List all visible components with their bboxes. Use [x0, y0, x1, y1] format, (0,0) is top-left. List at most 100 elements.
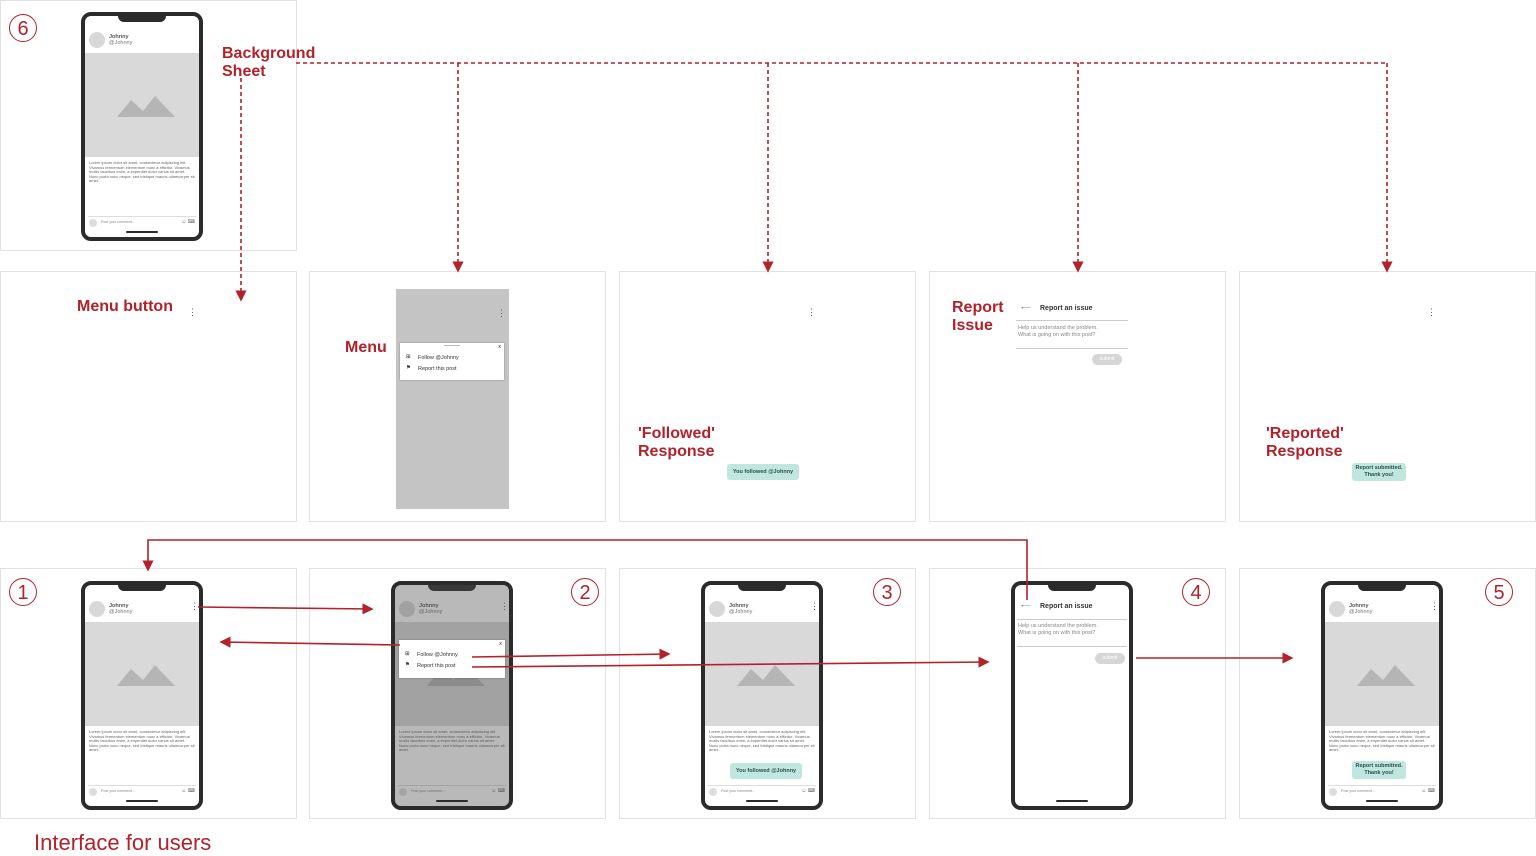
post-author-name: Johnny [419, 603, 439, 609]
label-background-sheet: Background Sheet [222, 45, 316, 80]
avatar [89, 788, 97, 796]
comment-input[interactable]: Post your comment... [101, 789, 135, 793]
close-icon[interactable]: x [499, 641, 502, 647]
toast-reported: Report submitted. Thank you! [1352, 761, 1406, 779]
phone-notch [118, 16, 166, 22]
mountain-icon [737, 665, 795, 686]
phone-step-4: ⟵ Report an issue Help us understand the… [1011, 581, 1133, 810]
post-body: Lorem ipsum dolor sit amet, consectetur … [89, 160, 195, 184]
post-author-handle: @Johnny [109, 40, 133, 46]
arrow-step2-back-to-step1 [219, 636, 401, 648]
home-indicator [1366, 800, 1398, 802]
post-body: Lorem ipsum dolor sit amet, consectetur … [399, 729, 505, 753]
phone-notch [1358, 585, 1406, 591]
dashed-connectors [235, 62, 1393, 302]
emoji-keyboard-icon[interactable]: ☺ ⌨ [801, 788, 815, 794]
phone-notch [738, 585, 786, 591]
avatar [89, 601, 105, 617]
menu-item-follow[interactable]: Follow @Johnny [417, 652, 458, 658]
divider [1016, 320, 1128, 321]
menu-item-follow[interactable]: Follow @Johnny [418, 355, 459, 361]
phone-notch [1048, 585, 1096, 591]
step-number-5: 5 [1485, 578, 1513, 606]
emoji-keyboard-icon[interactable]: ☺ ⌨ [1421, 788, 1435, 794]
menu-popup: x ⊞ Follow @Johnny ⚑ Report this post [399, 640, 505, 678]
panel-report-issue [929, 271, 1226, 522]
emoji-keyboard-icon[interactable]: ☺ ⌨ [181, 788, 195, 794]
phone-step-2: Johnny @Johnny ⋮ Lorem ipsum dolor sit a… [391, 581, 513, 810]
phone-step-3: Johnny @Johnny ⋮ Lorem ipsum dolor sit a… [701, 581, 823, 810]
comment-input[interactable]: Post your comment... [101, 220, 135, 224]
label-followed-response: 'Followed' Response [638, 425, 715, 460]
comment-row[interactable]: Post your comment... ☺ ⌨ [1328, 785, 1436, 796]
divider [1016, 348, 1128, 349]
menu-item-report[interactable]: Report this post [417, 663, 456, 669]
post-author-name: Johnny [729, 603, 749, 609]
follow-icon: ⊞ [406, 354, 411, 360]
submit-button[interactable]: submit [1095, 653, 1125, 664]
image-placeholder [85, 622, 199, 726]
avatar [89, 32, 105, 48]
toast-followed: You followed @Johnny [730, 763, 802, 779]
home-indicator [126, 800, 158, 802]
arrow-report-to-step4 [471, 656, 990, 668]
home-indicator [436, 800, 468, 802]
solid-connectors [142, 539, 1294, 668]
menu-item-report[interactable]: Report this post [418, 366, 457, 372]
step-number-1: 1 [9, 578, 37, 606]
image-placeholder [85, 53, 199, 157]
comment-row[interactable]: Post your comment... ☺ ⌨ [88, 216, 196, 227]
step-number-6: 6 [9, 14, 37, 42]
post-body: Lorem ipsum dolor sit amet, consectetur … [1329, 729, 1435, 753]
back-arrow-icon[interactable]: ⟵ [1021, 305, 1032, 312]
mountain-icon [117, 665, 175, 686]
avatar [399, 601, 415, 617]
drag-handle[interactable] [444, 345, 460, 346]
mountain-icon [117, 96, 175, 117]
submit-button[interactable]: submit [1092, 354, 1122, 365]
comment-input[interactable]: Post your comment... [411, 789, 445, 793]
emoji-keyboard-icon[interactable]: ☺ ⌨ [181, 219, 195, 225]
phone-step-5: Johnny @Johnny ⋮ Lorem ipsum dolor sit a… [1321, 581, 1443, 810]
home-indicator [746, 800, 778, 802]
label-reported-response: 'Reported' Response [1266, 425, 1344, 460]
post-author-handle: @Johnny [419, 609, 443, 615]
back-arrow-icon[interactable]: ⟵ [1021, 603, 1032, 610]
emoji-keyboard-icon[interactable]: ☺ ⌨ [491, 788, 505, 794]
label-menu: Menu [345, 339, 387, 356]
avatar [399, 788, 407, 796]
report-title: Report an issue [1040, 305, 1093, 312]
report-hint: Help us understand the problem. What is … [1018, 325, 1098, 338]
phone-step-1: Johnny @Johnny ⋮ Lorem ipsum dolor sit a… [81, 581, 203, 810]
comment-input[interactable]: Post your comment... [721, 789, 755, 793]
close-icon[interactable]: x [498, 344, 501, 350]
menu-layer-sheet: ⋮ x ⊞ Follow @Johnny ⚑ Report this post [396, 289, 509, 509]
post-author-name: Johnny [1349, 603, 1369, 609]
panel-followed-response [619, 271, 916, 522]
flag-icon: ⚑ [406, 365, 411, 371]
phone-background-sheet: Johnny @Johnny Lorem ipsum dolor sit ame… [81, 12, 203, 241]
step-number-4: 4 [1182, 578, 1210, 606]
phone-notch [118, 585, 166, 591]
avatar [1329, 788, 1337, 796]
image-placeholder [705, 622, 819, 726]
label-menu-button: Menu button [77, 298, 173, 315]
phone-notch [428, 585, 476, 591]
comment-row[interactable]: Post your comment... ☺ ⌨ [708, 785, 816, 796]
label-report-issue: Report Issue [952, 299, 1004, 334]
avatar [1329, 601, 1345, 617]
report-title: Report an issue [1040, 603, 1093, 610]
mountain-icon [1357, 665, 1415, 686]
comment-input[interactable]: Post your comment... [1341, 789, 1375, 793]
toast-reported: Report submitted. Thank you! [1352, 463, 1406, 481]
comment-row[interactable]: Post your comment... ☺ ⌨ [88, 785, 196, 796]
home-indicator [1056, 800, 1088, 802]
comment-row[interactable]: Post your comment... ☺ ⌨ [398, 785, 506, 796]
dim-overlay[interactable] [395, 585, 509, 806]
arrow-step1-to-step2 [197, 603, 374, 615]
post-body: Lorem ipsum dolor sit amet, consectetur … [709, 729, 815, 753]
arrow-follow-to-step3 [471, 648, 671, 660]
menu-popup: x ⊞ Follow @Johnny ⚑ Report this post [400, 343, 504, 380]
divider [1017, 646, 1127, 647]
